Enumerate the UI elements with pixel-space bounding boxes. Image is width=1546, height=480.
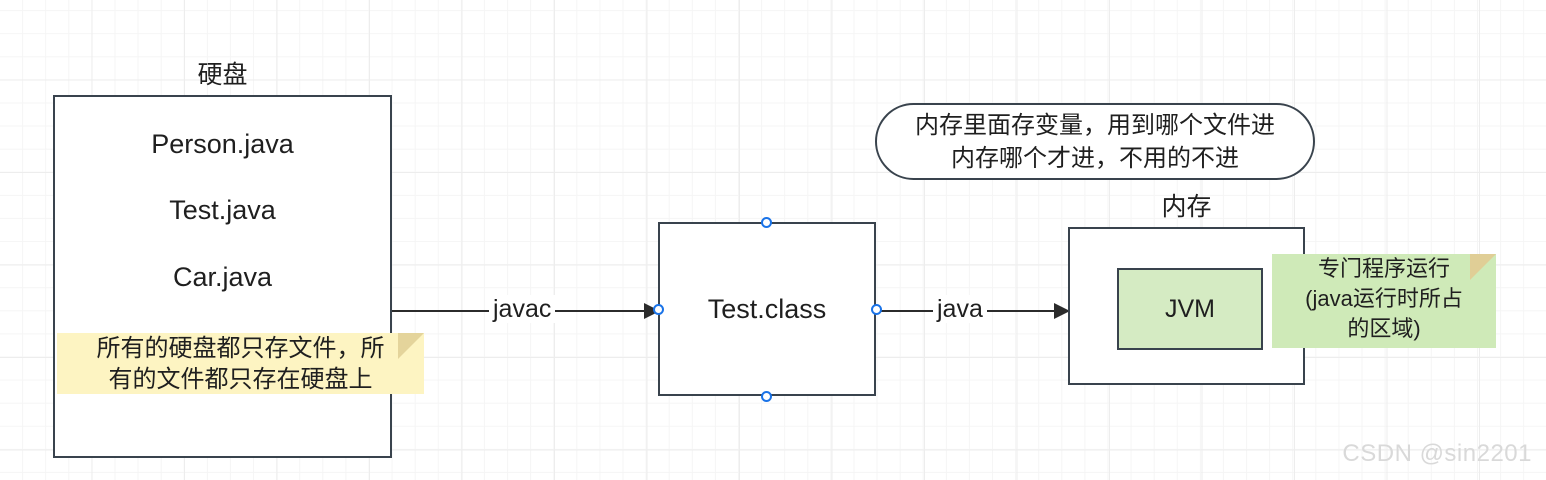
disk-file-test-java: Test.java (169, 195, 276, 225)
disk-file-car-java: Car.java (172, 262, 273, 292)
csdn-watermark: CSDN @sin2201 (1342, 440, 1532, 467)
memory-box[interactable] (1068, 227, 1305, 385)
test-class-label: Test.class (707, 294, 827, 324)
hard-disk-box[interactable] (53, 95, 392, 458)
callout-line-1: 内存里面存变量，用到哪个文件进 (915, 112, 1275, 139)
note-yellow-line-1: 所有的硬盘都只存文件，所 (96, 335, 385, 362)
callout-line-2: 内存哪个才进，不用的不进 (951, 145, 1239, 172)
arrow-javac-label: javac (489, 295, 556, 323)
sticky-note-green[interactable]: 专门程序运行 (java运行时所占 的区域) (1272, 254, 1496, 348)
note-fold-corner-icon (1470, 254, 1496, 280)
note-fold-corner-icon (398, 333, 424, 359)
note-green-line-1: 专门程序运行 (1317, 256, 1450, 281)
disk-file-person-java: Person.java (151, 129, 294, 159)
memory-callout-bubble[interactable]: 内存里面存变量，用到哪个文件进 内存哪个才进，不用的不进 (875, 103, 1315, 180)
connection-handle-right-icon[interactable] (871, 304, 882, 315)
jvm-label: JVM (1165, 295, 1215, 323)
note-green-line-2: (java运行时所占 (1305, 286, 1463, 311)
jvm-box[interactable] (1117, 268, 1263, 350)
note-yellow-line-2: 有的文件都只存在硬盘上 (108, 366, 373, 393)
hard-disk-label: 硬盘 (197, 61, 248, 89)
connection-handle-bottom-icon[interactable] (761, 391, 772, 402)
note-green-line-3: 的区域) (1347, 316, 1421, 341)
memory-label: 内存 (1161, 193, 1212, 221)
sticky-note-yellow[interactable]: 所有的硬盘都只存文件，所 有的文件都只存在硬盘上 (57, 333, 424, 394)
connection-handle-top-icon[interactable] (761, 217, 772, 228)
connection-handle-left-icon[interactable] (653, 304, 664, 315)
arrow-java-label: java (933, 295, 987, 323)
